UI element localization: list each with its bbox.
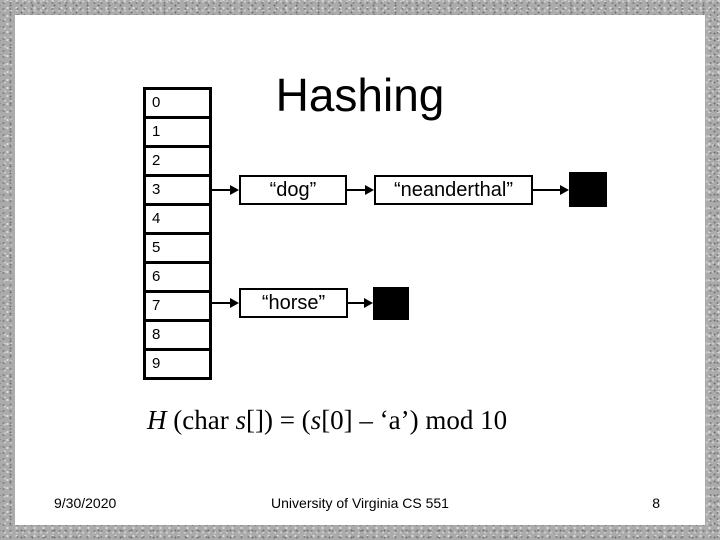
arrowhead-icon [365, 185, 374, 195]
formula-part: s [235, 405, 246, 435]
arrowhead-icon [230, 185, 239, 195]
formula-part: (char [166, 405, 236, 435]
formula-part: H [147, 405, 167, 435]
hash-table-cell-7: 7 [146, 293, 209, 322]
hash-table-cell-6: 6 [146, 264, 209, 293]
pointer-arrow [533, 185, 569, 195]
arrowhead-icon [560, 185, 569, 195]
slide-title: Hashing [275, 69, 445, 121]
null-pointer-box [569, 172, 607, 207]
slide-canvas [15, 15, 705, 525]
hash-table-cell-3: 3 [146, 177, 209, 206]
footer-date: 9/30/2020 [54, 495, 117, 511]
hash-table-cell-5: 5 [146, 235, 209, 264]
pointer-arrow [211, 185, 239, 195]
footer-page-number: 8 [652, 495, 660, 511]
hash-table-cell-8: 8 [146, 322, 209, 351]
pointer-arrow [348, 298, 373, 308]
hash-table-cell-1: 1 [146, 119, 209, 148]
hash-table-cell-9: 9 [152, 355, 161, 372]
string-node: “dog” [239, 175, 347, 205]
arrowhead-icon [364, 298, 373, 308]
hash-function-formula: H (char s[]) = (s[0] – ‘a’) mod 10 [147, 405, 507, 436]
hash-table-cell-4: 4 [146, 206, 209, 235]
formula-part: [0] – ‘a’) mod 10 [321, 405, 508, 435]
string-node: “neanderthal” [374, 175, 533, 205]
null-pointer-box [373, 287, 409, 320]
hash-table-cell-2: 2 [146, 148, 209, 177]
pointer-arrow [211, 298, 239, 308]
string-node: “horse” [239, 288, 348, 318]
pointer-arrow [347, 185, 374, 195]
footer-center-text: University of Virginia CS 551 [271, 495, 449, 511]
formula-part: s [310, 405, 322, 435]
formula-part: []) = ( [245, 405, 311, 435]
hash-table-cell-0: 0 [146, 90, 209, 119]
arrowhead-icon [230, 298, 239, 308]
